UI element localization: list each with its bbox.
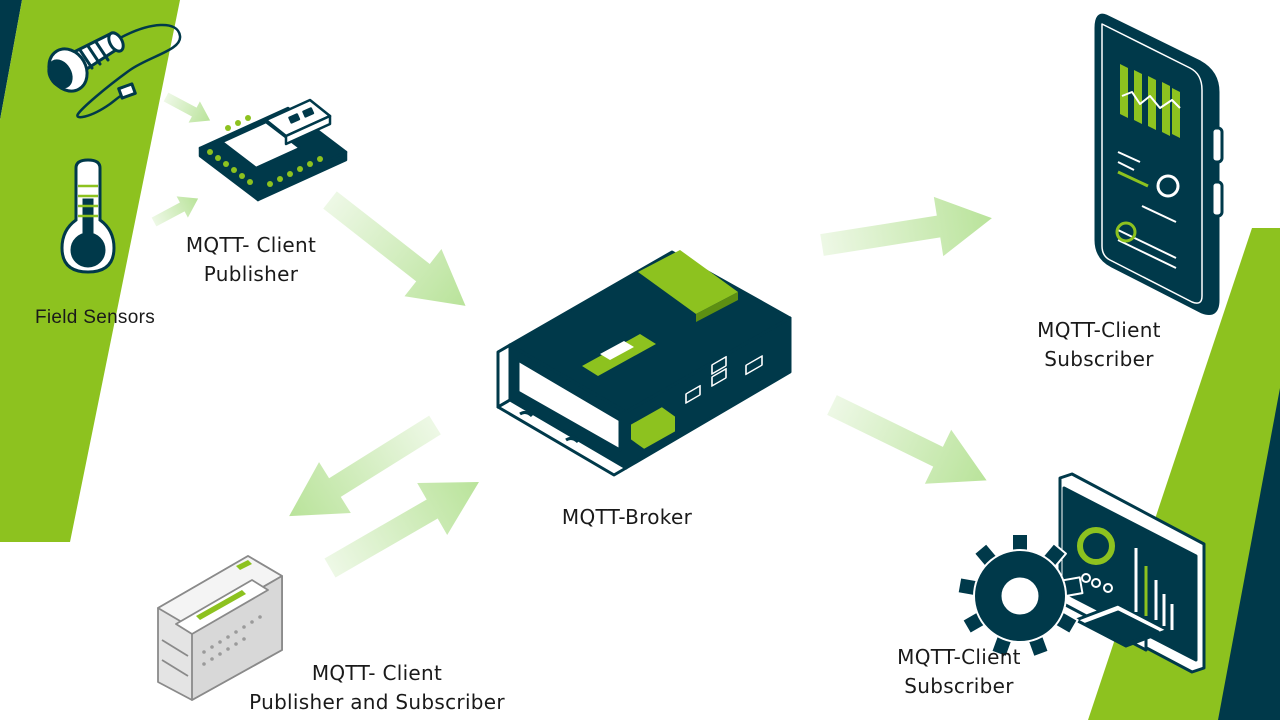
- monitor-subscriber-label: MQTT-Client Subscriber: [872, 643, 1046, 701]
- arrow-thermo-to-board: [148, 187, 204, 233]
- field-sensors-text: Field Sensors: [34, 307, 156, 328]
- publisher-label-line1: MQTT- Client: [185, 233, 317, 257]
- arrow-broker-to-monitor: [818, 378, 1000, 508]
- broker-label: MQTT-Broker: [536, 503, 718, 532]
- phone-subscriber-label: MQTT-Client Subscriber: [1012, 316, 1186, 374]
- monitor-subscriber-line2: Subscriber: [904, 674, 1014, 698]
- gear-icon: [956, 533, 1084, 658]
- thermometer-icon: [60, 158, 116, 274]
- smartphone-dashboard-icon: [1094, 13, 1224, 315]
- publisher-label-line2: Publisher: [203, 262, 299, 286]
- phone-subscriber-line2: Subscriber: [1044, 347, 1154, 371]
- inductive-sensor-icon: [47, 23, 182, 119]
- plc-pubsub-line1: MQTT- Client: [311, 661, 443, 685]
- phone-subscriber-line1: MQTT-Client: [1037, 318, 1161, 342]
- broker-label-text: MQTT-Broker: [561, 505, 693, 529]
- broker-gateway-device-icon: [496, 250, 792, 477]
- arrow-publisher-to-broker: [311, 176, 485, 330]
- arrow-sensor-to-board: [160, 86, 216, 132]
- din-rail-plc-icon: [157, 555, 283, 701]
- plc-pubsub-label: MQTT- Client Publisher and Subscriber: [226, 659, 528, 717]
- publisher-label: MQTT- Client Publisher: [166, 231, 336, 289]
- microcontroller-board-icon: [198, 98, 348, 202]
- field-sensors-label: Field Sensors: [22, 303, 168, 332]
- monitor-dashboard-icon: [1058, 472, 1206, 674]
- monitor-subscriber-line1: MQTT-Client: [897, 645, 1021, 669]
- arrow-broker-to-phone: [817, 188, 997, 275]
- plc-pubsub-line2: Publisher and Subscriber: [249, 690, 505, 714]
